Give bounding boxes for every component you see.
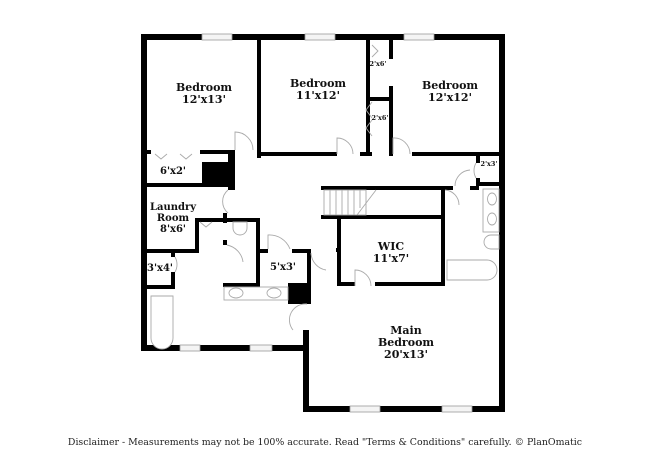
closet-2x6-a-label: 2'x6' [369, 60, 387, 68]
room-size: 3'x4' [146, 263, 174, 274]
room-bedroom-1: Bedroom 12'x13' [175, 81, 233, 107]
windows [179, 33, 473, 413]
room-size: 12'x13' [182, 93, 226, 107]
room-size: 12'x12' [428, 91, 472, 105]
room-size: 11'x7' [372, 252, 410, 266]
room-name-line1: Laundry [149, 202, 197, 213]
closet-2x6-b-label: 2'x6' [371, 114, 389, 122]
room-name-line2: Bedroom [377, 336, 435, 350]
room-name: WIC [377, 240, 405, 253]
room-size: 6'x2' [159, 166, 187, 177]
room-size: 8'x6' [159, 224, 186, 235]
room-size: 20'x13' [384, 348, 428, 362]
staircase [323, 189, 377, 216]
closet-5x3-label: 5'x3' [270, 262, 296, 273]
room-name: Bedroom [175, 81, 233, 94]
room-bedroom-3: Bedroom 12'x12' [421, 79, 479, 105]
bifold-doors [154, 44, 379, 228]
room-bedroom-2: Bedroom 11'x12' [289, 77, 347, 103]
room-name-line2: Room [156, 213, 190, 224]
room-size: 2'x3' [480, 160, 498, 168]
room-name: Bedroom [421, 79, 479, 92]
room-main-bedroom: Main Bedroom 20'x13' [377, 324, 435, 362]
room-laundry: Laundry Room 8'x6' [150, 202, 196, 235]
interior-walls [141, 34, 505, 350]
fixtures [150, 188, 500, 350]
room-size: 2'x6' [371, 114, 389, 122]
room-size: 5'x3' [269, 262, 297, 273]
room-wic: WIC 11'x7' [372, 240, 410, 266]
room-size: 11'x12' [296, 89, 340, 103]
closet-2x3-label: 2'x3' [480, 160, 498, 168]
room-name-line1: Main [390, 324, 422, 337]
closet-3x4-label: 3'x4' [147, 263, 173, 274]
doors [174, 131, 477, 331]
room-size: 2'x6' [369, 60, 387, 68]
closet-6x2-label: 6'x2' [160, 166, 186, 177]
room-name: Bedroom [289, 77, 347, 90]
disclaimer-text: Disclaimer - Measurements may not be 100… [67, 437, 583, 448]
